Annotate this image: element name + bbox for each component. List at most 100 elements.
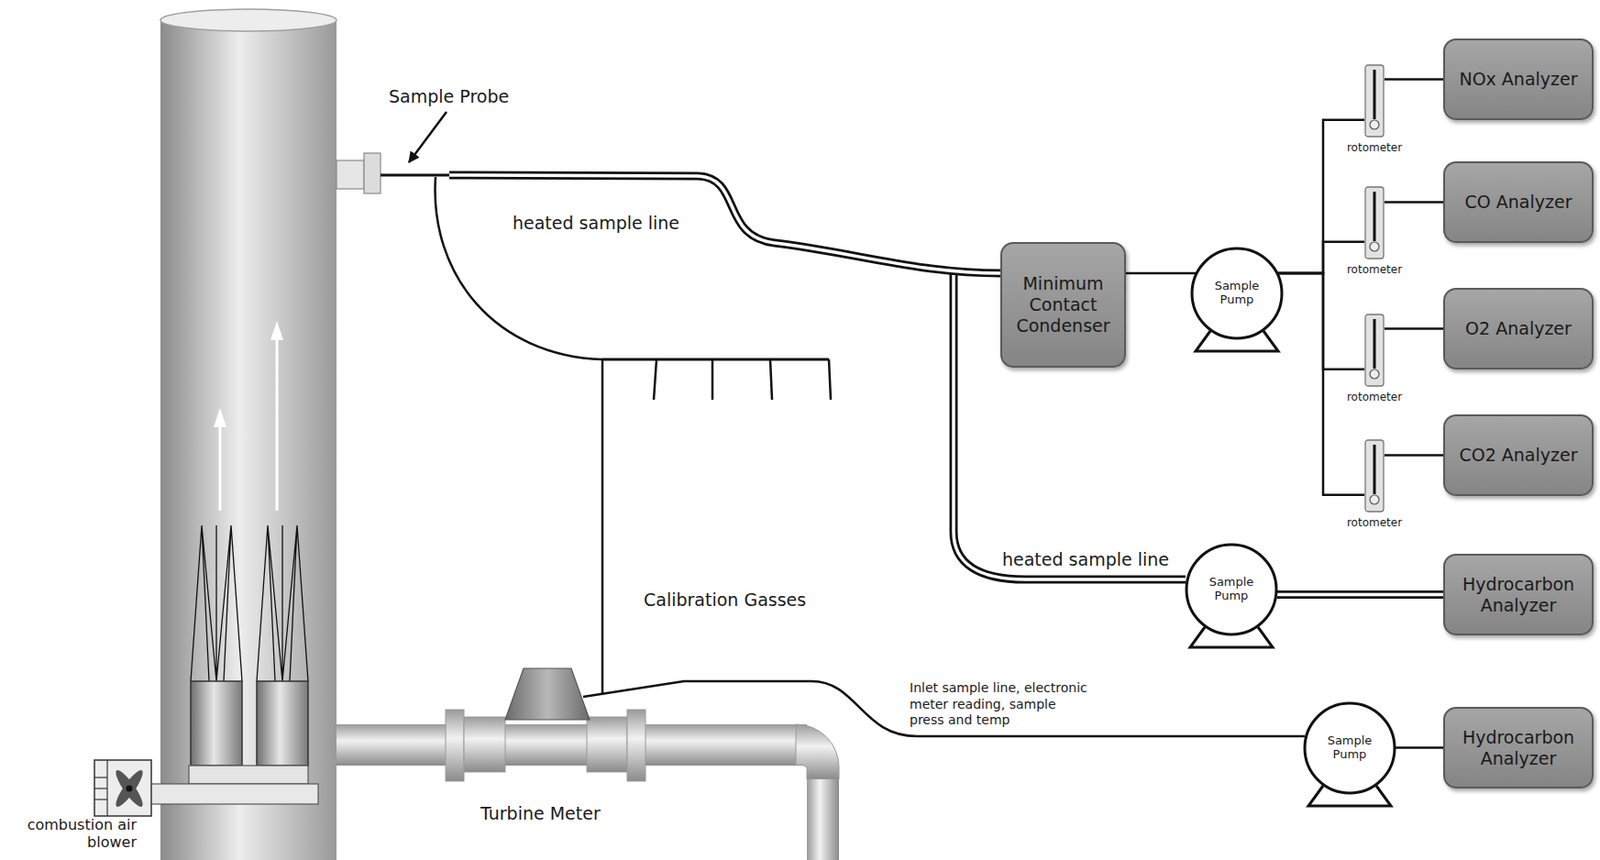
node-text: CO2 Analyzer <box>1458 444 1578 466</box>
node-text: rotometer <box>1341 263 1408 276</box>
calibration-manifold-part <box>602 358 829 362</box>
analyzer-box: NOx Analyzer <box>1443 38 1594 121</box>
connector <box>1278 273 1365 370</box>
calibration-manifold-part <box>653 359 657 400</box>
stack-part <box>160 20 337 860</box>
analyzer-box: Hydrocarbon Analyzer <box>1443 553 1594 636</box>
sample-probe-part <box>336 160 365 189</box>
pump-symbol: Sample Pump <box>1190 246 1284 341</box>
connector-line <box>1277 590 1444 599</box>
analyzer-box: CO Analyzer <box>1443 161 1594 243</box>
rotometer-symbol: rotometer <box>1341 439 1408 530</box>
sample-probe-part <box>408 111 447 163</box>
blower-symbol <box>94 760 152 817</box>
gas-pipe-part <box>463 717 506 773</box>
connector-line <box>1278 273 1365 370</box>
burner-part <box>256 681 309 766</box>
burner-part <box>188 765 309 784</box>
connector <box>1277 594 1444 596</box>
rotometer-float <box>1369 495 1380 505</box>
node-text: Sample Pump <box>1320 734 1380 762</box>
rotometer-scale <box>1373 319 1377 369</box>
connector-line <box>1278 273 1365 496</box>
connector <box>1395 747 1444 749</box>
node-text: CO Analyzer <box>1465 191 1573 213</box>
calibration-manifold-part <box>601 359 605 696</box>
part-label: heated sample line <box>1002 549 1170 571</box>
rotometer-symbol: rotometer <box>1341 313 1408 404</box>
node-text: Minimum Contact Condenser <box>1009 273 1117 336</box>
sample-probe-part <box>380 174 454 177</box>
heated-line-part <box>449 175 1001 274</box>
connector <box>1278 273 1365 496</box>
analyzer-box: O2 Analyzer <box>1443 287 1594 370</box>
flow-arrow-part <box>275 336 279 511</box>
rotometer-tube <box>1364 186 1385 260</box>
calibration-manifold-part <box>711 359 715 400</box>
rotometer-body <box>1365 440 1384 512</box>
blower-symbol-part <box>94 760 152 817</box>
gas-pipe-part <box>336 724 807 766</box>
sample-probe-part <box>364 153 381 194</box>
analyzer-box: Hydrocarbon Analyzer <box>1443 706 1594 789</box>
node-text: NOx Analyzer <box>1458 68 1578 90</box>
rotometer-tube <box>1364 313 1385 387</box>
inlet-line <box>583 681 1305 737</box>
connector <box>1384 454 1444 456</box>
gas-pipe-part <box>586 717 628 773</box>
blower-symbol-part <box>111 767 146 810</box>
rotometer-tube <box>1364 64 1385 138</box>
part-label: Sample Probe <box>388 86 509 108</box>
heated-line-part <box>953 271 1186 580</box>
connector <box>1384 328 1444 330</box>
blower-symbol-part <box>94 787 108 789</box>
rotometer-symbol: rotometer <box>1341 64 1408 155</box>
node-text: Hydrocarbon Analyzer <box>1452 727 1585 770</box>
condenser-box: Minimum Contact Condenser <box>1000 242 1126 368</box>
blower-symbol-part <box>126 785 133 793</box>
rotometer-scale <box>1373 191 1377 242</box>
connector-line <box>1384 77 1444 81</box>
pump-circle <box>1304 703 1395 794</box>
pump-symbol: Sample Pump <box>1184 542 1279 637</box>
flow-arrow-part <box>213 408 227 428</box>
connector-line <box>1384 453 1444 457</box>
gas-pipe-part <box>627 709 646 782</box>
connector-line <box>1125 272 1196 276</box>
connector-line <box>1384 200 1444 204</box>
calibration-manifold-part <box>828 359 831 400</box>
burner-part <box>190 681 243 766</box>
blower-symbol-part <box>94 776 108 778</box>
rotometer-body <box>1365 314 1384 387</box>
gas-pipe-part <box>795 724 839 780</box>
connector-line <box>1384 327 1444 331</box>
gas-pipe-part <box>445 709 464 782</box>
rotometer-tube <box>1364 439 1385 513</box>
blower-symbol-part <box>94 798 108 800</box>
connector <box>1384 78 1444 80</box>
blower-symbol-part <box>111 767 146 810</box>
inlet-line-part <box>583 681 1305 737</box>
calibration-manifold-part <box>770 359 773 400</box>
connector-line <box>1395 746 1444 750</box>
rotometer-symbol: rotometer <box>1341 186 1408 276</box>
stack-part <box>160 9 337 32</box>
analyzer-box: CO2 Analyzer <box>1443 414 1594 497</box>
heated-line-part <box>449 175 1001 274</box>
pump-symbol: Sample Pump <box>1302 701 1397 795</box>
flow-arrow-part <box>270 320 284 341</box>
node-text: rotometer <box>1341 390 1408 404</box>
node-text: Hydrocarbon Analyzer <box>1452 573 1585 617</box>
rotometer-float <box>1369 369 1380 379</box>
connector-inner <box>1277 593 1444 597</box>
rotometer-scale <box>1373 69 1377 120</box>
pump-circle <box>1191 248 1282 339</box>
node-text: Sample Pump <box>1207 279 1267 308</box>
part-label: Turbine Meter <box>480 803 601 825</box>
flow-arrow <box>213 320 284 511</box>
gas-pipe-part <box>806 779 839 860</box>
rotometer-scale <box>1373 444 1377 495</box>
burner-part <box>190 525 243 682</box>
